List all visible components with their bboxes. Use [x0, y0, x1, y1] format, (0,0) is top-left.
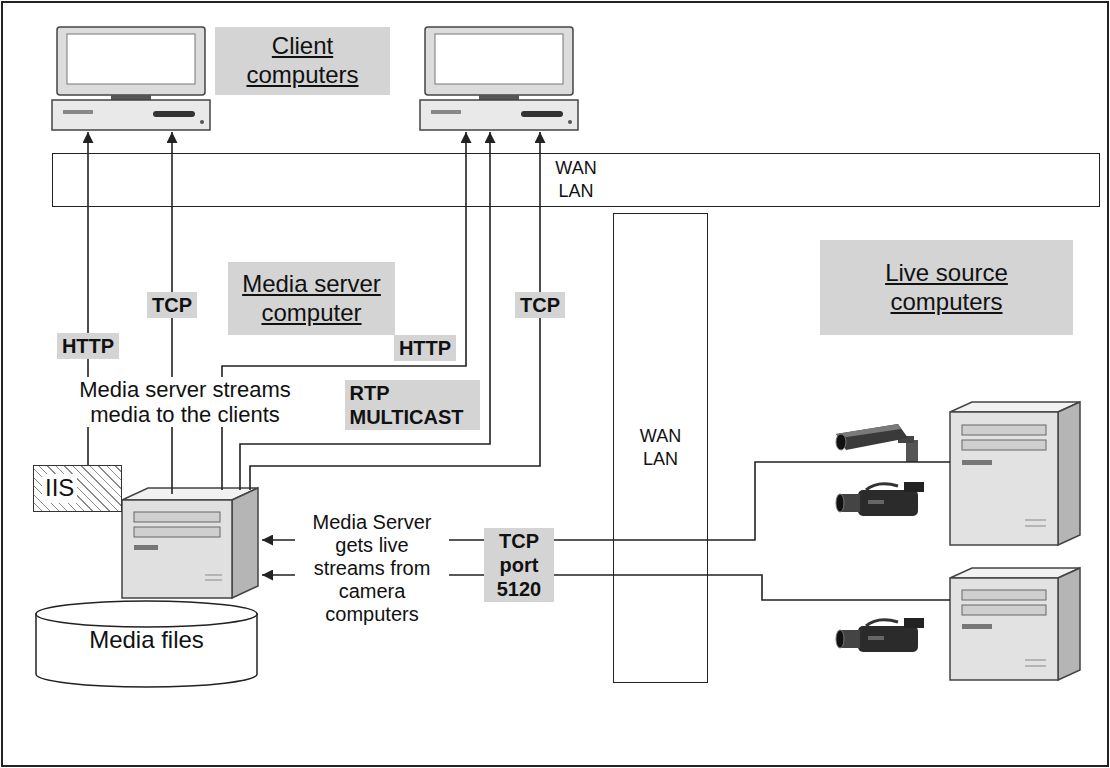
client-computer-icon [420, 100, 578, 130]
node-label: Live source computers [877, 259, 1017, 317]
server-tower-icon [122, 488, 258, 598]
camcorder-icon [866, 484, 898, 490]
server-tower-icon [134, 512, 220, 522]
security-camera-icon [906, 440, 918, 462]
client-computer-icon [568, 120, 572, 124]
server-tower-icon [134, 545, 158, 550]
source-tower-icon [1058, 568, 1080, 680]
client-computer-icon [153, 111, 195, 117]
camcorder-icon [868, 500, 884, 504]
node-label: IIS [42, 474, 77, 503]
camcorder-icon [836, 494, 844, 512]
source-tower-icon [1058, 402, 1080, 545]
camcorder-icon [904, 482, 924, 492]
camcorder-icon [866, 620, 898, 626]
client-computer-icon [52, 100, 210, 130]
source-tower-icon [950, 578, 1058, 680]
band-label: WAN LAN [551, 157, 601, 204]
source-tower-icon [962, 425, 1046, 435]
camcorder-icon [836, 618, 924, 652]
cylinder-outline [36, 601, 257, 627]
iis-box: IIS [33, 465, 122, 512]
storage-cylinder: Media files [35, 600, 258, 688]
network-band: WAN LAN [613, 213, 708, 683]
protocol-label: HTTP [394, 335, 456, 361]
source-tower-icon [962, 624, 992, 629]
server-tower-icon [232, 488, 258, 598]
source-tower-icon [1025, 526, 1046, 527]
server-tower-icon [205, 575, 222, 576]
server-tower-icon [134, 527, 220, 537]
title-box: Media server computer [228, 262, 395, 335]
client-computer-icon [431, 110, 461, 114]
band-label: WAN LAN [636, 425, 686, 472]
camcorder-icon [836, 630, 844, 648]
camcorder-icon [904, 618, 924, 628]
client-computer-icon [67, 34, 195, 84]
protocol-label: TCP [515, 292, 565, 318]
client-computer-icon [52, 27, 210, 130]
client-computer-icon [63, 110, 93, 114]
security-camera-icon [836, 424, 901, 438]
security-camera-icon [836, 434, 846, 450]
note-text: Media server streams media to the client… [45, 377, 325, 428]
stream-arrow [222, 132, 466, 490]
source-tower-icon [962, 605, 1046, 615]
title-box: Live source computers [820, 240, 1073, 335]
server-tower-icon [122, 500, 232, 598]
source-tower-icon [950, 568, 1080, 680]
camcorder-icon [868, 636, 884, 640]
protocol-label: RTP MULTICAST [345, 380, 480, 430]
server-tower-icon [205, 580, 222, 581]
client-computer-icon [435, 34, 563, 84]
client-computer-icon [521, 111, 563, 117]
protocol-label: TCP [147, 292, 197, 318]
camcorder-icon [836, 482, 924, 516]
camcorder-icon [858, 626, 918, 652]
title-box: Client computers [215, 27, 390, 95]
protocol-label: TCP port 5120 [484, 528, 554, 602]
camcorder-icon [858, 490, 918, 516]
node-label: Media server computer [237, 270, 387, 328]
source-tower-icon [962, 460, 992, 465]
client-computer-icon [420, 27, 578, 130]
source-tower-icon [1025, 520, 1046, 521]
source-tower-icon [1025, 666, 1046, 667]
security-camera-icon [836, 424, 918, 462]
node-label: Client computers [233, 32, 373, 90]
source-tower-icon [950, 402, 1080, 545]
source-tower-icon [962, 440, 1046, 450]
source-tower-icon [962, 590, 1046, 600]
client-computer-icon [425, 27, 573, 95]
node-label: Media files [89, 626, 204, 655]
source-tower-icon [1025, 660, 1046, 661]
note-text: Media Server gets live streams from came… [295, 511, 449, 626]
protocol-label: HTTP [57, 333, 119, 359]
security-camera-icon [836, 424, 908, 450]
network-band: WAN LAN [52, 153, 1100, 208]
source-tower-icon [950, 412, 1058, 545]
client-computer-icon [200, 120, 204, 124]
client-computer-icon [57, 27, 205, 95]
